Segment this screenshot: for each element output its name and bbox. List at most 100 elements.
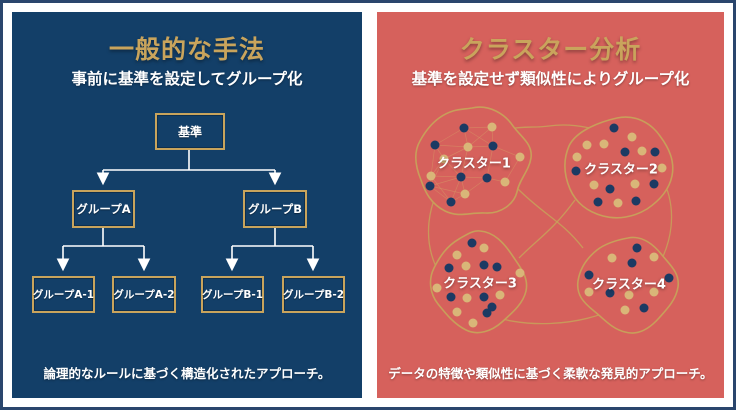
data-point-navy	[584, 270, 594, 280]
data-point-gold	[515, 152, 525, 162]
data-point-navy	[627, 258, 637, 268]
data-point-navy	[482, 308, 492, 318]
data-point-navy	[430, 140, 440, 150]
cluster-label-1: クラスター1	[437, 156, 511, 172]
mesh-line	[429, 158, 445, 187]
data-point-gold	[460, 189, 470, 199]
mesh-line	[429, 185, 466, 195]
data-point-gold	[463, 142, 473, 152]
tree-connectors	[56, 150, 320, 272]
data-point-navy	[571, 166, 581, 176]
data-point-navy	[664, 273, 674, 283]
data-point-navy	[649, 179, 659, 189]
data-point-navy	[620, 147, 630, 157]
mesh-line	[429, 176, 462, 187]
right-subtitle: 基準を設定せず類似性によりグループ化	[411, 70, 690, 88]
mesh-line	[434, 144, 469, 148]
mesh-line	[430, 175, 452, 203]
data-point-gold	[487, 122, 497, 132]
cluster-label-2: クラスター2	[584, 162, 658, 178]
cluster-svg	[415, 106, 680, 334]
data-point-navy	[446, 292, 456, 302]
mesh-line	[430, 144, 436, 177]
panel-cluster-analysis: クラスター分析 基準を設定せず類似性によりグループ化 データの特徴や類似性に基づ…	[377, 12, 724, 398]
data-point-gold	[589, 180, 599, 190]
data-point-gold	[582, 140, 592, 150]
tree-node-root: 基準	[155, 113, 225, 150]
data-point-gold	[432, 283, 442, 293]
right-footer: データの特徴や類似性に基づく柔軟な発見的アプローチ。	[388, 366, 713, 381]
data-point-navy	[459, 123, 469, 133]
mesh-line	[463, 126, 493, 129]
data-point-gold	[613, 198, 623, 208]
data-point-navy	[593, 197, 603, 207]
data-point-gold	[515, 268, 525, 278]
data-point-navy	[650, 147, 660, 157]
mesh-line	[467, 126, 493, 148]
data-point-gold	[495, 290, 505, 300]
data-point-gold	[624, 290, 634, 300]
data-point-gold	[479, 243, 489, 253]
data-point-navy	[487, 302, 497, 312]
mesh-line	[504, 156, 521, 183]
data-point-gold	[439, 154, 449, 164]
tree-node-group-b2: グループB-2	[282, 276, 345, 313]
data-point-gold	[627, 132, 637, 142]
data-point-gold	[607, 253, 617, 263]
cluster-label-4: クラスター4	[592, 277, 666, 293]
data-point-gold	[572, 152, 582, 162]
tree-node-group-b1: グループB-1	[201, 276, 264, 313]
tree-node-group-a2: グループA-2	[112, 276, 176, 313]
data-point-gold	[620, 305, 630, 315]
tree-node-group-a1: グループA-1	[32, 276, 95, 313]
data-point-navy	[482, 173, 492, 183]
network-cross-1	[516, 187, 584, 249]
data-point-navy	[446, 197, 456, 207]
data-point-gold	[426, 171, 436, 181]
data-point-gold	[657, 163, 667, 173]
data-point-navy	[639, 303, 649, 313]
data-point-navy	[456, 172, 466, 182]
tree-node-group-b: グループB	[243, 190, 307, 228]
network-cross-2	[518, 199, 576, 259]
mesh-line	[430, 175, 462, 178]
panel-traditional-method: 一般的な手法 事前に基準を設定してグループ化 基準 グループA グループB グル…	[12, 12, 362, 398]
data-point-gold	[649, 287, 659, 297]
left-title: 一般的な手法	[108, 35, 265, 64]
data-point-navy	[609, 123, 619, 133]
mesh-line	[492, 145, 521, 158]
data-point-gold	[637, 146, 647, 156]
cluster-blob-1	[415, 106, 532, 216]
data-point-navy	[479, 260, 489, 270]
data-point-navy	[488, 141, 498, 151]
data-point-gold	[599, 139, 609, 149]
data-point-gold	[468, 318, 478, 328]
mesh-line	[486, 145, 494, 179]
data-point-navy	[605, 288, 615, 298]
cluster-blob-2	[564, 116, 674, 219]
tree-node-group-a: グループA	[72, 190, 135, 228]
data-point-navy	[631, 196, 641, 206]
data-point-gold	[500, 177, 510, 187]
data-point-navy	[467, 238, 477, 248]
data-point-gold	[452, 250, 462, 260]
data-point-navy	[444, 263, 454, 273]
data-point-navy	[632, 243, 642, 253]
mesh-line	[460, 146, 469, 178]
data-point-gold	[630, 179, 640, 189]
right-title: クラスター分析	[459, 35, 642, 64]
cluster-label-3: クラスター3	[443, 276, 517, 292]
data-point-navy	[492, 262, 502, 272]
data-point-gold	[461, 261, 471, 271]
mesh-line	[463, 127, 494, 147]
cluster-dots-layer	[425, 122, 674, 328]
data-point-navy	[605, 184, 615, 194]
mesh-line	[464, 177, 488, 195]
mesh-line	[434, 127, 465, 146]
data-point-gold	[584, 287, 594, 297]
data-point-gold	[462, 293, 472, 303]
data-point-gold	[452, 307, 462, 317]
data-point-navy	[425, 181, 435, 191]
left-footer: 論理的なルールに基づく構造化されたアプローチ。	[43, 366, 331, 381]
